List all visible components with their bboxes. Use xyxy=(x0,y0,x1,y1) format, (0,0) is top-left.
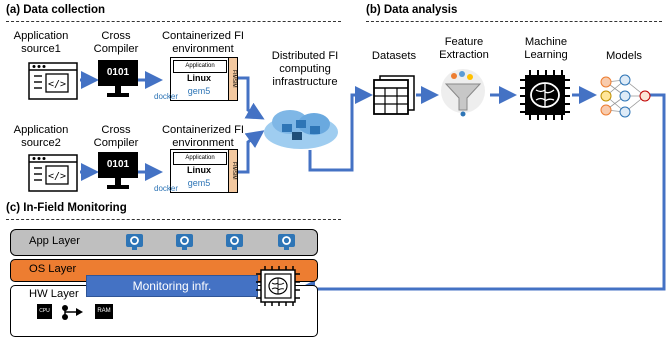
app-layer: App Layer xyxy=(10,229,318,256)
docker-logo: docker xyxy=(154,184,179,193)
monitor-gear-icon xyxy=(176,234,193,250)
svg-text:</>: </> xyxy=(48,171,66,182)
section-title-in-field-monitoring: (c) In-Field Monitoring xyxy=(6,202,127,214)
fimsim-bar: FIMSIM xyxy=(228,150,237,192)
models-label: Models xyxy=(605,50,643,62)
gem5-logo: gem5 xyxy=(187,178,211,188)
container-stack-2: Application Linux gem5 FIMSIM xyxy=(170,149,238,193)
section-title-data-collection: (a) Data collection xyxy=(6,4,106,16)
arrow-models-monitor xyxy=(297,93,666,298)
datasets-label: Datasets xyxy=(371,50,417,62)
gem5-logo: gem5 xyxy=(187,86,211,96)
computer-monitor-icon: 0101 xyxy=(98,60,138,105)
arrow-container1-cloud xyxy=(238,76,265,120)
arrow-container2-cloud xyxy=(238,130,265,174)
linux-logo: Linux xyxy=(187,73,211,83)
application-box: Application xyxy=(173,60,227,73)
code-window-icon: </> xyxy=(28,154,78,197)
computer-monitor-icon: 0101 xyxy=(98,152,138,197)
brain-chip-icon xyxy=(518,68,572,127)
arrow-cloud-datasets xyxy=(308,86,373,172)
section-title-data-analysis: (b) Data analysis xyxy=(366,4,458,16)
monitor-chip-icon xyxy=(256,266,300,311)
hw-layer-label: HW Layer xyxy=(29,288,79,300)
os-layer-label: OS Layer xyxy=(29,263,77,275)
docker-logo: docker xyxy=(154,92,179,101)
monitor-gear-icon xyxy=(126,234,143,250)
application-box: Application xyxy=(173,152,227,165)
monitoring-infra-bar: Monitoring infr. xyxy=(86,275,258,297)
monitor-gear-icon xyxy=(278,234,295,250)
connector-layer xyxy=(80,71,666,298)
funnel-icon xyxy=(440,68,486,123)
code-window-icon: </> xyxy=(28,62,78,105)
neural-network-icon xyxy=(598,72,652,125)
monitor-gear-icon xyxy=(226,234,243,250)
network-icon xyxy=(62,305,83,320)
ram-icon: RAM xyxy=(95,304,113,319)
section-divider xyxy=(6,21,341,22)
cloud-cluster-icon xyxy=(262,102,340,157)
section-divider xyxy=(366,21,662,22)
dataset-table-icon xyxy=(372,74,416,121)
cpu-icon: CPU xyxy=(37,304,52,319)
section-divider xyxy=(6,219,341,220)
fimsim-bar: FIMSIM xyxy=(228,58,237,100)
linux-logo: Linux xyxy=(187,165,211,175)
svg-text:</>: </> xyxy=(48,79,66,90)
container-stack-1: Application Linux gem5 FIMSIM xyxy=(170,57,238,101)
app-layer-label: App Layer xyxy=(29,235,80,247)
